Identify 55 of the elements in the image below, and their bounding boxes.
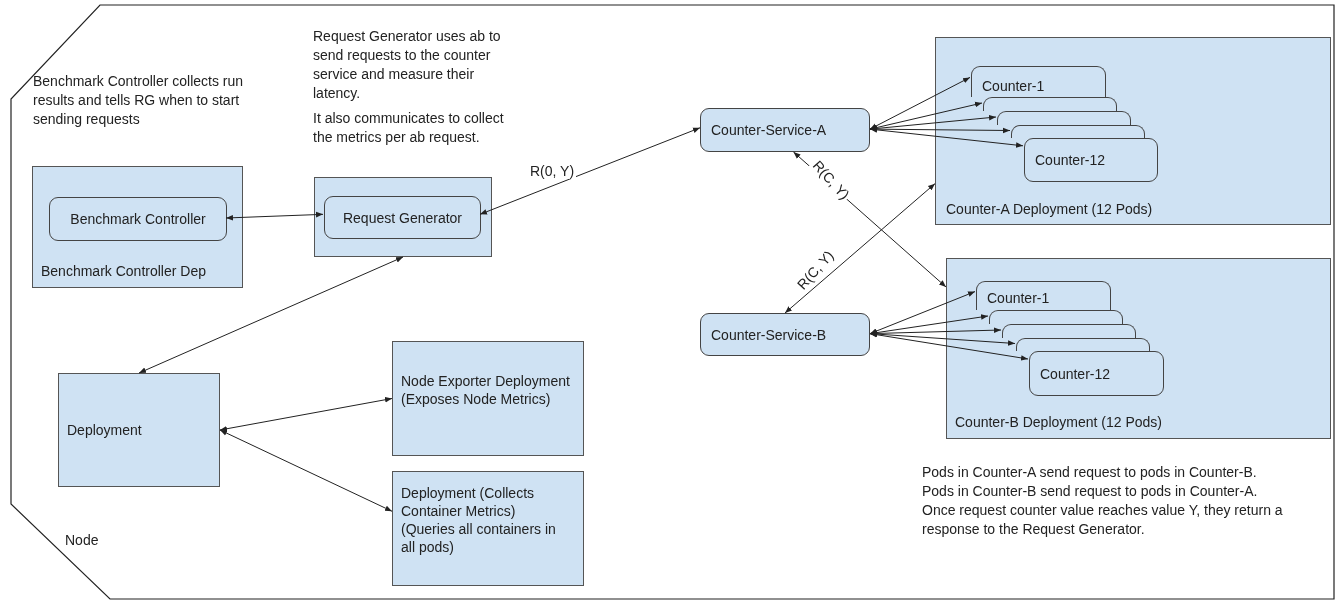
deployment-box (32, 166, 243, 288)
deployment-label: Deployment (Collects Container Metrics) (Queries all containers in all pods) (401, 484, 557, 556)
service-card (1016, 338, 1150, 351)
service-card (997, 111, 1131, 125)
note-text: Pods in Counter-A send request to pods in Counter-B. (922, 463, 1258, 482)
deployment-label: Node Exporter Deployment (Exposes Node Metrics) (401, 372, 571, 408)
connector-arrow (869, 101, 983, 131)
connector-arrow (869, 291, 976, 335)
service-label: Counter-Service-A (711, 121, 827, 139)
service-label: Benchmark Controller (70, 210, 206, 228)
service-card (971, 66, 1106, 97)
deployment-box (314, 177, 492, 257)
service-card (976, 281, 1111, 310)
service-card (1011, 125, 1145, 138)
deployment-box (935, 37, 1331, 225)
connector-arrow (225, 211, 324, 221)
deployment-label: Counter-B Deployment (12 Pods) (955, 413, 1162, 431)
service-card (989, 310, 1123, 324)
service-card (1029, 351, 1164, 396)
service-card (700, 313, 870, 356)
note-text: Pods in Counter-B send request to pods in Counter-A. (922, 482, 1259, 501)
connector-arrow (869, 314, 989, 336)
service-card (983, 97, 1117, 111)
node-label: Node (65, 531, 99, 549)
service-card (1024, 138, 1158, 182)
connector-arrow (219, 429, 393, 512)
deployment-label: Benchmark Controller Dep (41, 262, 206, 280)
service-card (49, 197, 227, 241)
service-label: Request Generator (342, 208, 463, 227)
service-card (324, 196, 481, 239)
service-label: Counter-12 (1040, 364, 1111, 383)
deployment-box (946, 258, 1331, 439)
connector-arrow (869, 332, 1029, 361)
deployment-box (392, 341, 584, 456)
connector-arrow (869, 127, 1024, 148)
note-text: Once request counter value reaches value Y, they return a response to the Request Generator. (922, 501, 1284, 539)
connector-arrow (219, 397, 393, 432)
service-card (700, 108, 870, 152)
deployment-label: Counter-A Deployment (12 Pods) (946, 200, 1153, 218)
connector-arrow (784, 183, 936, 314)
service-label: Counter-Service-B (711, 325, 827, 344)
service-label: Counter-1 (982, 77, 1045, 95)
edge-label: R(0, Y) (528, 163, 577, 179)
note-text: Benchmark Controller collects run results and tells RG when to start sending requests (33, 72, 245, 129)
connector-arrow (138, 256, 404, 374)
service-label: Counter-1 (987, 289, 1050, 307)
connector-arrow (869, 76, 971, 130)
deployment-box (392, 471, 584, 586)
connector-arrow (479, 127, 701, 215)
deployment-label: Deployment (67, 421, 143, 439)
service-label: Counter-12 (1035, 151, 1106, 169)
deployment-box (58, 373, 220, 487)
note-text: It also communicates to collect the metrics per ab request. (313, 109, 505, 147)
service-card (1002, 324, 1136, 338)
note-text: Request Generator uses ab to send requests to the counter service and measure their latency. (313, 27, 502, 103)
